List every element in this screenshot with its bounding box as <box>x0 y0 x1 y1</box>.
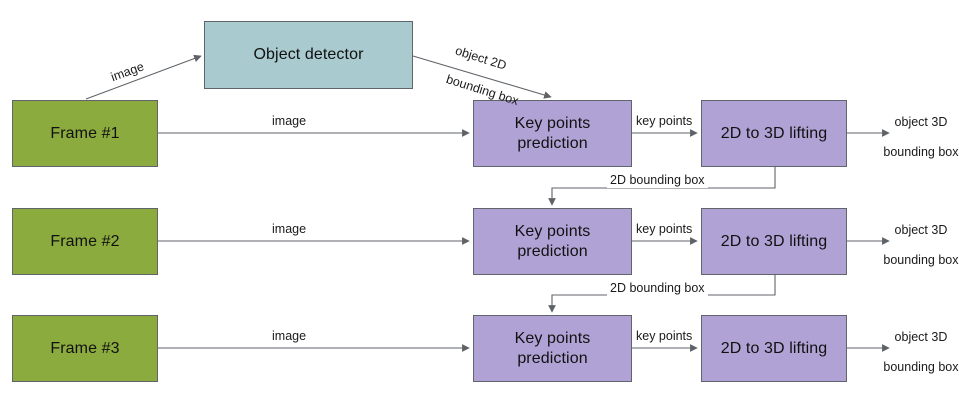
edge-label-line-1: object 3D <box>894 115 948 129</box>
node-label-line-1: Key points <box>514 329 591 347</box>
node-keypoints-prediction-1[interactable]: Key points prediction <box>473 100 632 167</box>
node-label-line-1: Key points <box>514 222 591 240</box>
node-label: 2D to 3D lifting <box>720 339 828 357</box>
edge-label-key-points-3: key points <box>636 329 693 343</box>
edge-label-feedback-1-to-2: 2D bounding box <box>607 173 708 188</box>
edge-detector-to-keypoints1 <box>412 55 552 99</box>
edge-label-line-2: bounding box <box>883 253 959 267</box>
node-object-detector[interactable]: Object detector <box>204 21 413 89</box>
node-label: Frame #3 <box>50 339 120 357</box>
edge-feedback-1-to-2 <box>548 167 776 206</box>
node-2d-to-3d-lifting-3[interactable]: 2D to 3D lifting <box>701 315 847 382</box>
edge-label-object-3d-bounding-box-1: object 3D bounding box <box>869 100 959 175</box>
node-label: Object detector <box>253 46 364 64</box>
node-keypoints-prediction-3[interactable]: Key points prediction <box>473 315 632 382</box>
node-label: Frame #2 <box>50 232 120 250</box>
edge-label-object-3d-bounding-box-2: object 3D bounding box <box>869 208 959 283</box>
edge-label-line-1: object 3D <box>894 223 948 237</box>
edge-label-key-points-1: key points <box>636 114 693 128</box>
node-2d-to-3d-lifting-2[interactable]: 2D to 3D lifting <box>701 208 847 275</box>
edge-label-line-2: bounding box <box>883 145 959 159</box>
node-label-line-1: Key points <box>514 114 591 132</box>
node-label: Key points prediction <box>515 222 591 261</box>
node-label-line-2: prediction <box>517 242 588 260</box>
node-label: Key points prediction <box>515 329 591 368</box>
node-label: 2D to 3D lifting <box>720 124 828 142</box>
node-frame-2[interactable]: Frame #2 <box>12 208 158 275</box>
node-label-line-2: prediction <box>517 134 588 152</box>
node-2d-to-3d-lifting-1[interactable]: 2D to 3D lifting <box>701 100 847 167</box>
edge-label-line-2: bounding box <box>444 72 521 109</box>
edge-label-feedback-2-to-3: 2D bounding box <box>607 281 708 296</box>
edge-label-key-points-2: key points <box>636 222 693 236</box>
edge-label-image-row-2: image <box>272 222 307 236</box>
node-keypoints-prediction-2[interactable]: Key points prediction <box>473 208 632 275</box>
node-label: Frame #1 <box>50 124 120 142</box>
edge-label-line-2: bounding box <box>883 360 959 374</box>
node-label: Key points prediction <box>515 114 591 153</box>
edge-label-line-1: object 3D <box>894 330 948 344</box>
node-frame-1[interactable]: Frame #1 <box>12 100 158 167</box>
node-frame-3[interactable]: Frame #3 <box>12 315 158 382</box>
edge-label-image-row-3: image <box>272 329 307 343</box>
node-label-line-2: prediction <box>517 349 588 367</box>
node-label: 2D to 3D lifting <box>720 232 828 250</box>
edge-label-image-row-1: image <box>272 114 307 128</box>
edge-label-object-3d-bounding-box-3: object 3D bounding box <box>869 315 959 390</box>
edge-frame1-to-detector <box>85 54 202 100</box>
edge-label-line-1: object 2D <box>453 43 509 73</box>
